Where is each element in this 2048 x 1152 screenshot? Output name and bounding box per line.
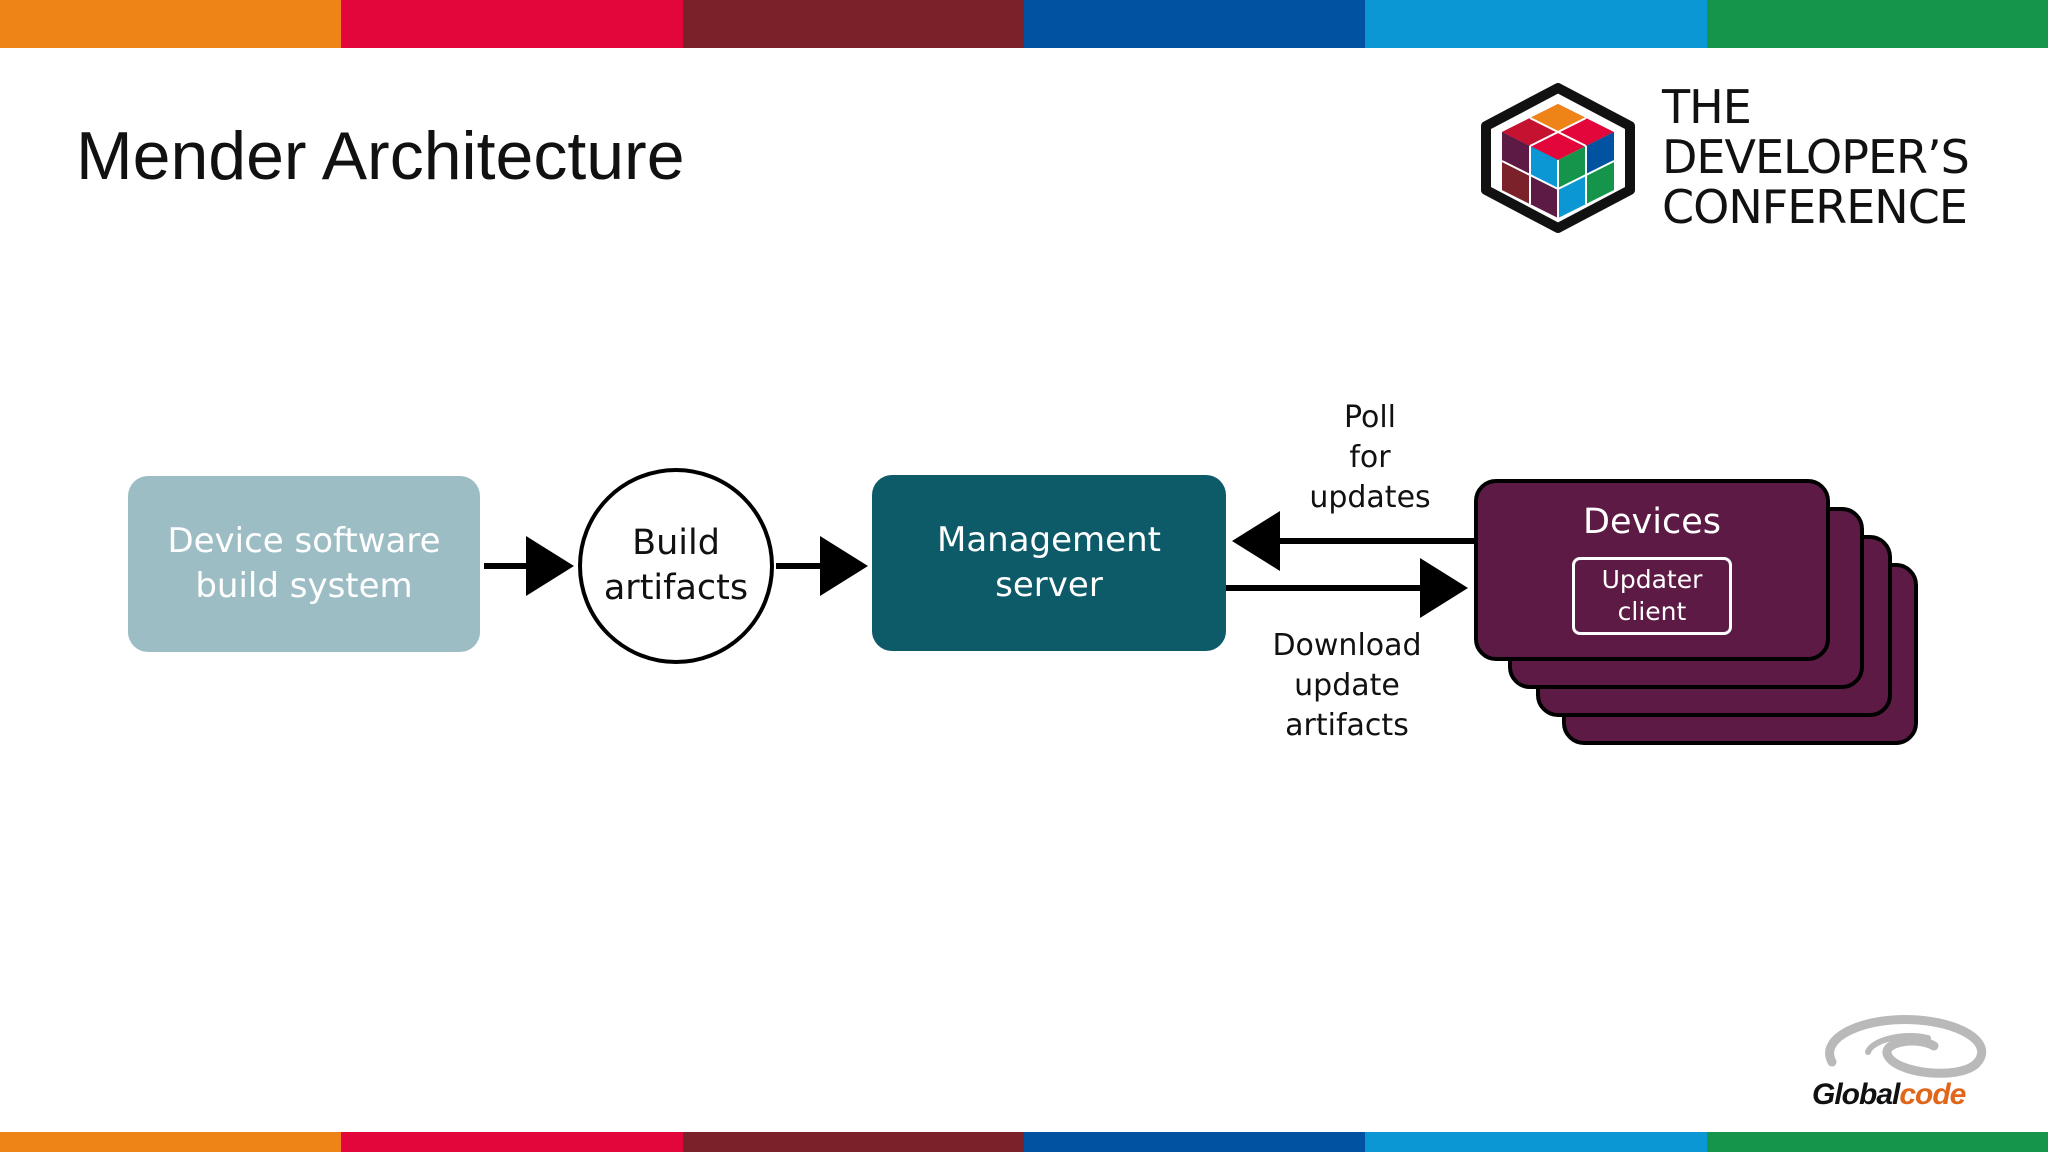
conference-name-line-3: CONFERENCE — [1662, 180, 1968, 234]
updater-label-line-2: client — [1617, 597, 1687, 626]
poll-label-line-3: updates — [1309, 480, 1431, 515]
swirl-icon — [1825, 1014, 1987, 1078]
conference-name-line-2: DEVELOPER’S — [1662, 130, 1970, 184]
artifacts-label-line-1: Build — [632, 523, 720, 563]
download-label-line-1: Download — [1272, 628, 1422, 663]
stripe-segment-green — [1706, 0, 2048, 48]
artifacts-label-line-2: artifacts — [603, 568, 749, 608]
devices-title: Devices — [1583, 502, 1721, 542]
poll-label-line-1: Poll — [1343, 400, 1397, 435]
slide-title: Mender Architecture — [76, 118, 685, 194]
stripe-segment-blue — [1023, 0, 1366, 48]
updater-label-line-1: Updater — [1601, 565, 1703, 594]
poll-for-updates-label: Poll for updates — [1280, 398, 1460, 518]
cube-logo-icon — [1481, 83, 1635, 233]
stripe-segment-orange — [0, 1132, 342, 1152]
wordmark-part-code: code — [1899, 1078, 1966, 1111]
build-artifacts-circle: Build artifacts — [578, 468, 774, 664]
stripe-segment-red — [341, 1132, 683, 1152]
management-server-box: Management server — [872, 475, 1226, 651]
bottom-color-stripe — [0, 1132, 2048, 1152]
download-update-artifacts-label: Download update artifacts — [1245, 626, 1449, 746]
conference-name-line-1: THE — [1662, 80, 1752, 134]
download-label-line-3: artifacts — [1285, 708, 1409, 743]
build-system-label-line-1: Device software — [167, 521, 441, 561]
stripe-segment-green — [1706, 1132, 2048, 1152]
download-label-line-2: update — [1294, 668, 1400, 703]
poll-label-line-2: for — [1349, 440, 1391, 475]
stripe-segment-cyan — [1365, 1132, 1707, 1152]
device-software-build-system-box: Device software build system — [128, 476, 480, 652]
stripe-segment-red — [341, 0, 683, 48]
stripe-segment-blue — [1023, 1132, 1366, 1152]
wordmark-part-global: Global — [1812, 1078, 1900, 1111]
stripe-segment-orange — [0, 0, 342, 48]
conference-logo: THE DEVELOPER’S CONFERENCE — [1474, 82, 2014, 242]
conference-name: THE DEVELOPER’S CONFERENCE — [1662, 80, 1970, 234]
stripe-segment-cyan — [1365, 0, 1707, 48]
stripe-segment-maroon — [682, 1132, 1024, 1152]
top-color-stripe — [0, 0, 2048, 48]
management-label-line-2: server — [995, 565, 1103, 605]
stripe-segment-maroon — [682, 0, 1024, 48]
build-system-label-line-2: build system — [195, 566, 413, 606]
globalcode-wordmark: Globalcode — [1812, 1078, 1966, 1112]
devices-box: Devices Updater client — [1474, 479, 1830, 661]
globalcode-logo: Globalcode — [1808, 1012, 2008, 1112]
management-label-line-1: Management — [937, 520, 1161, 560]
updater-client-box: Updater client — [1572, 557, 1732, 635]
